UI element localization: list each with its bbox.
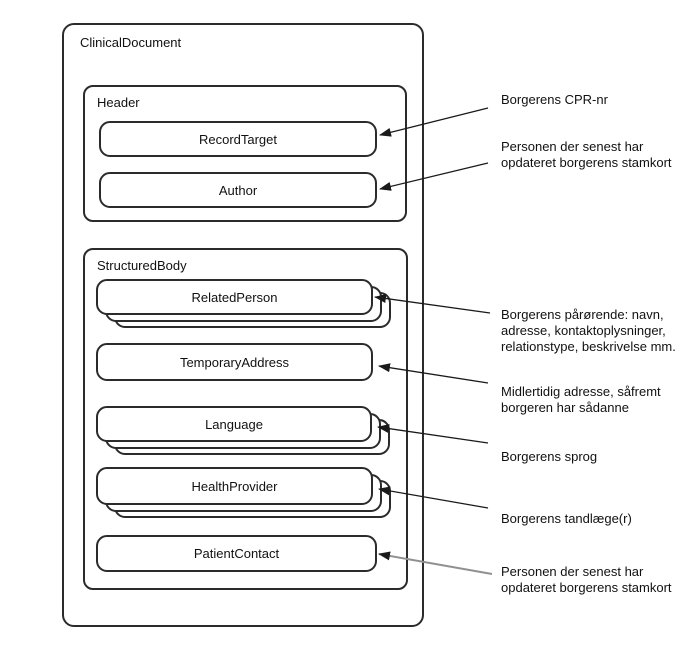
annotation-related-person: Borgerens pårørende: navn, adresse, kont… [501,307,676,354]
node-patient-contact: PatientContact [96,535,377,572]
annotation-health-provider: Borgerens tandlæge(r) [501,511,632,526]
header-label: Header [97,95,140,110]
node-health-provider: HealthProvider [96,467,391,518]
node-patient-contact-label: PatientContact [96,535,377,572]
node-related-person: RelatedPerson [96,279,391,328]
node-language: Language [96,406,390,455]
node-author-label: Author [99,172,377,208]
annotation-language: Borgerens sprog [501,449,598,464]
annotation-temporary-address: Midlertidig adresse, såfremt borgeren ha… [501,384,661,415]
annotation-record-target: Borgerens CPR-nr [501,92,608,107]
node-record-target: RecordTarget [99,121,377,157]
node-temporary-address-label: TemporaryAddress [96,343,373,381]
node-record-target-label: RecordTarget [99,121,377,157]
node-health-provider-label: HealthProvider [96,467,373,505]
node-language-label: Language [96,406,372,442]
annotation-patient-contact: Personen der senest har opdateret borger… [501,564,672,595]
clinical-document-label: ClinicalDocument [80,35,182,50]
node-related-person-label: RelatedPerson [96,279,373,315]
annotation-author: Personen der senest har opdateret borger… [501,139,672,170]
structured-body-label: StructuredBody [97,258,187,273]
node-author: Author [99,172,377,208]
node-temporary-address: TemporaryAddress [96,343,373,381]
